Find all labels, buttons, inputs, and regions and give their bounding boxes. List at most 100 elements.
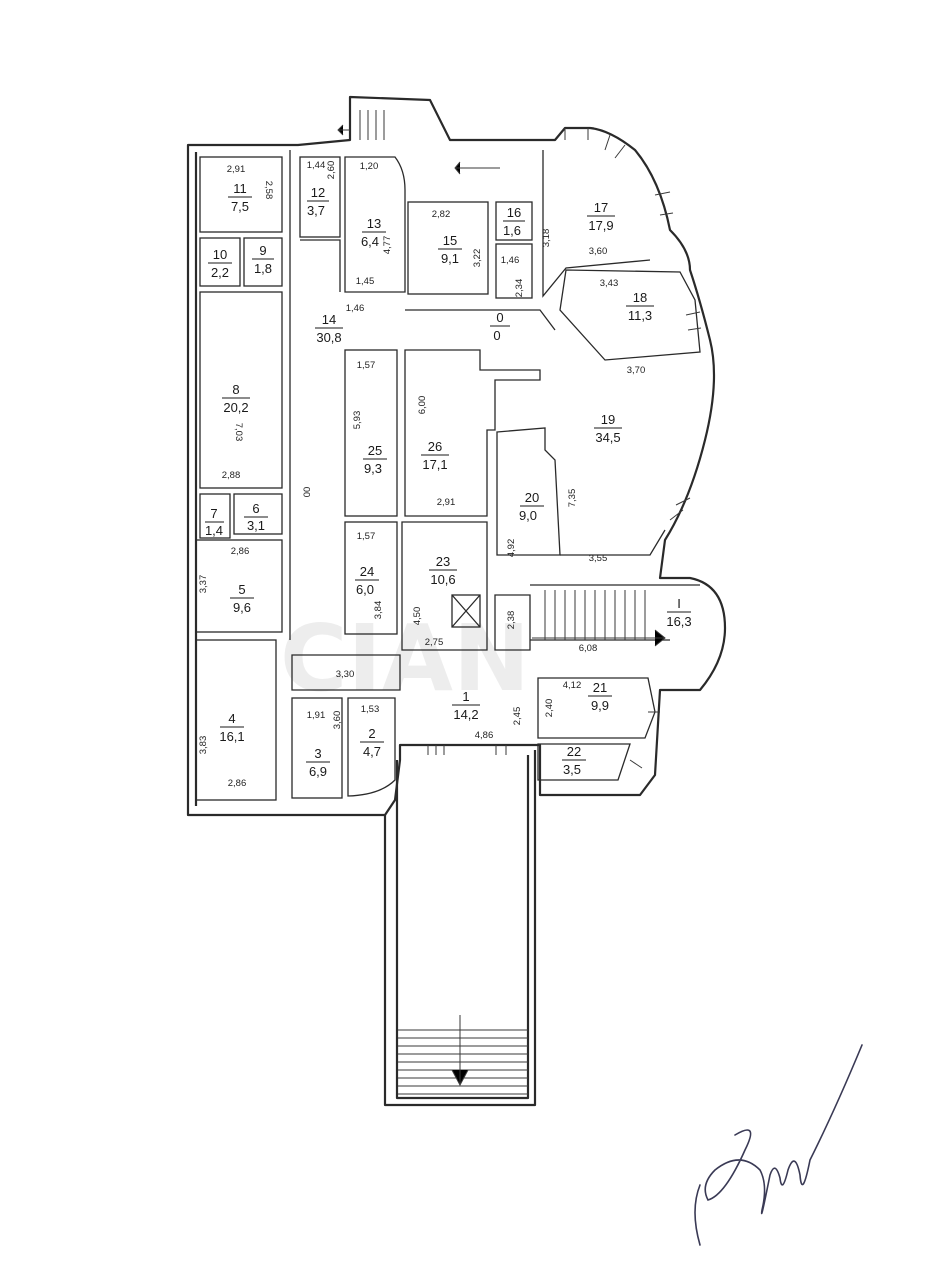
dimension: 3,84 [373, 601, 384, 620]
dimension: 3,30 [336, 669, 355, 680]
room-area: 9,9 [591, 698, 609, 713]
room-number: I [677, 596, 681, 611]
room-area: 11,3 [628, 308, 652, 323]
room-area: 30,8 [316, 330, 341, 345]
room-number: 25 [368, 443, 382, 458]
dimension: 3,60 [589, 246, 608, 257]
room-area: 1,6 [503, 223, 521, 238]
dimension: 3,18 [541, 229, 552, 248]
room-area: 9,0 [519, 508, 537, 523]
room-area: 3,7 [307, 203, 325, 218]
dimension: 1,91 [307, 710, 326, 721]
room-area: 6,4 [361, 234, 379, 249]
dimension: 1,57 [357, 360, 376, 371]
dimension: 2,75 [425, 637, 444, 648]
room-number: 2 [368, 726, 375, 741]
dimension: 2,82 [432, 209, 451, 220]
room-1-label: 114,2 [452, 689, 480, 722]
room-area: 6,0 [356, 582, 374, 597]
dimension: 4,12 [563, 680, 582, 691]
dimension: 2,91 [227, 164, 246, 175]
room-area: 16,3 [666, 614, 691, 629]
room-area: 0 [493, 328, 500, 343]
room-area: 10,6 [430, 572, 455, 587]
room-area: 9,1 [441, 251, 459, 266]
dimension: 1,44 [307, 160, 326, 171]
room-number: 24 [360, 564, 374, 579]
room-number: 15 [443, 233, 457, 248]
room-number: 8 [232, 382, 239, 397]
room-24-label: 246,0 [355, 564, 379, 597]
room-15-label: 159,1 [438, 233, 462, 266]
room-11-label: 117,5 [228, 181, 252, 214]
room-area: 3,1 [247, 518, 265, 533]
dimension: 2,38 [506, 611, 517, 630]
room-number: 19 [601, 412, 615, 427]
dimension: 3,70 [627, 365, 646, 376]
dimension-labels: 2,91 2,58 1,44 2,60 1,20 4,77 1,45 2,82 … [198, 160, 645, 789]
dimension: 1,45 [356, 276, 375, 287]
room-12-label: 123,7 [307, 185, 329, 218]
dimension: 2,91 [437, 497, 456, 508]
room-area: 17,1 [422, 457, 447, 472]
room-area: 20,2 [223, 400, 248, 415]
windows [427, 128, 702, 769]
room-number: 3 [314, 746, 321, 761]
room-22-label: 223,5 [562, 744, 586, 777]
room-number: 6 [252, 501, 259, 516]
dimension: 3,55 [589, 553, 608, 564]
room-20-label: 209,0 [519, 490, 544, 523]
room-23-label: 23 10,6 [429, 554, 457, 587]
room-area: 7,5 [231, 199, 249, 214]
room-number: 7 [210, 506, 217, 521]
room-number: 23 [436, 554, 450, 569]
room-4-label: 416,1 [219, 711, 244, 744]
room-number: 22 [567, 744, 581, 759]
room-area: 4,7 [363, 744, 381, 759]
room-13-label: 136,4 [361, 216, 386, 249]
room-3-label: 36,9 [306, 746, 330, 779]
dimension: 2,58 [263, 181, 274, 200]
dimension: 3,22 [472, 249, 483, 268]
room-21-label: 219,9 [588, 680, 612, 713]
room-number: 13 [367, 216, 381, 231]
room-area: 14,2 [453, 707, 478, 722]
room-number: 4 [228, 711, 235, 726]
room-5-label: 59,6 [230, 582, 254, 615]
room-number: 1 [462, 689, 469, 704]
dimension: 4,86 [475, 730, 494, 741]
dimension: 3,43 [600, 278, 619, 289]
dimension: 2,45 [512, 707, 523, 726]
dimension: 4,50 [412, 607, 423, 626]
stairs [337, 110, 666, 1095]
room-19-label: 19 34,5 [594, 412, 622, 445]
dimension: 2,34 [514, 279, 525, 298]
dimension: 6,00 [417, 396, 428, 415]
room-0-label: 00 [490, 310, 510, 343]
dimension: 3,37 [198, 575, 209, 594]
signature [694, 1044, 863, 1246]
room-number: 11 [233, 181, 247, 196]
room-area: 1,4 [205, 523, 223, 538]
dimension: 7,03 [233, 423, 244, 442]
dimension: 4,92 [506, 539, 517, 558]
room-area: 34,5 [595, 430, 620, 445]
room-labels: 117,5 102,2 91,8 820,2 71,4 63,1 59,6 41… [205, 181, 692, 779]
room-number: 0 [496, 310, 503, 325]
room-area: 6,9 [309, 764, 327, 779]
room-number: 14 [322, 312, 336, 327]
room-area: 17,9 [588, 218, 613, 233]
dimension: 5,93 [352, 411, 363, 430]
room-16-label: 161,6 [503, 205, 525, 238]
room-area: 1,8 [254, 261, 272, 276]
room-number: 21 [593, 680, 607, 695]
dimension: 2,86 [231, 546, 250, 557]
dimension: 1,46 [501, 255, 520, 266]
room-9-label: 91,8 [252, 243, 274, 276]
dimension: 4,77 [382, 236, 393, 255]
room-area: 3,5 [563, 762, 581, 777]
dimension: 1,46 [346, 303, 365, 314]
room-I-label: I 16,3 [666, 596, 691, 629]
